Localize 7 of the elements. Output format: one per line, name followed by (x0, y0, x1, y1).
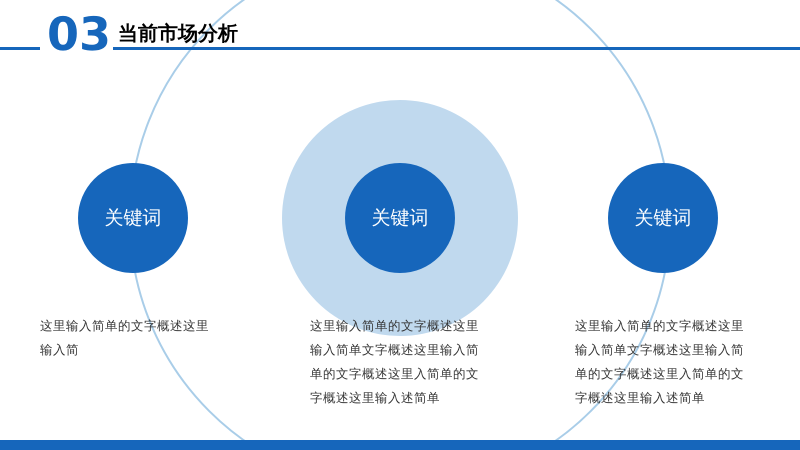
title: 当前市场分析 (118, 20, 238, 46)
description-text: 这里输入简单的文字概述这里输入简单文字概述这里输入简单的文字概述这里入简单的文字概述这里输入述简单 (575, 317, 745, 407)
description-text: 这里输入简单的文字概述这里输入简 (40, 317, 210, 359)
keyword-text: 关键词 (372, 206, 428, 231)
description-text: 这里输入简单的文字概述这里输入简单文字概述这里输入简单的文字概述这里入简单的文字概述这里输入述简单 (310, 317, 480, 407)
keyword-text: 关键词 (634, 206, 692, 231)
keyword-text: 关键词 (104, 206, 162, 231)
